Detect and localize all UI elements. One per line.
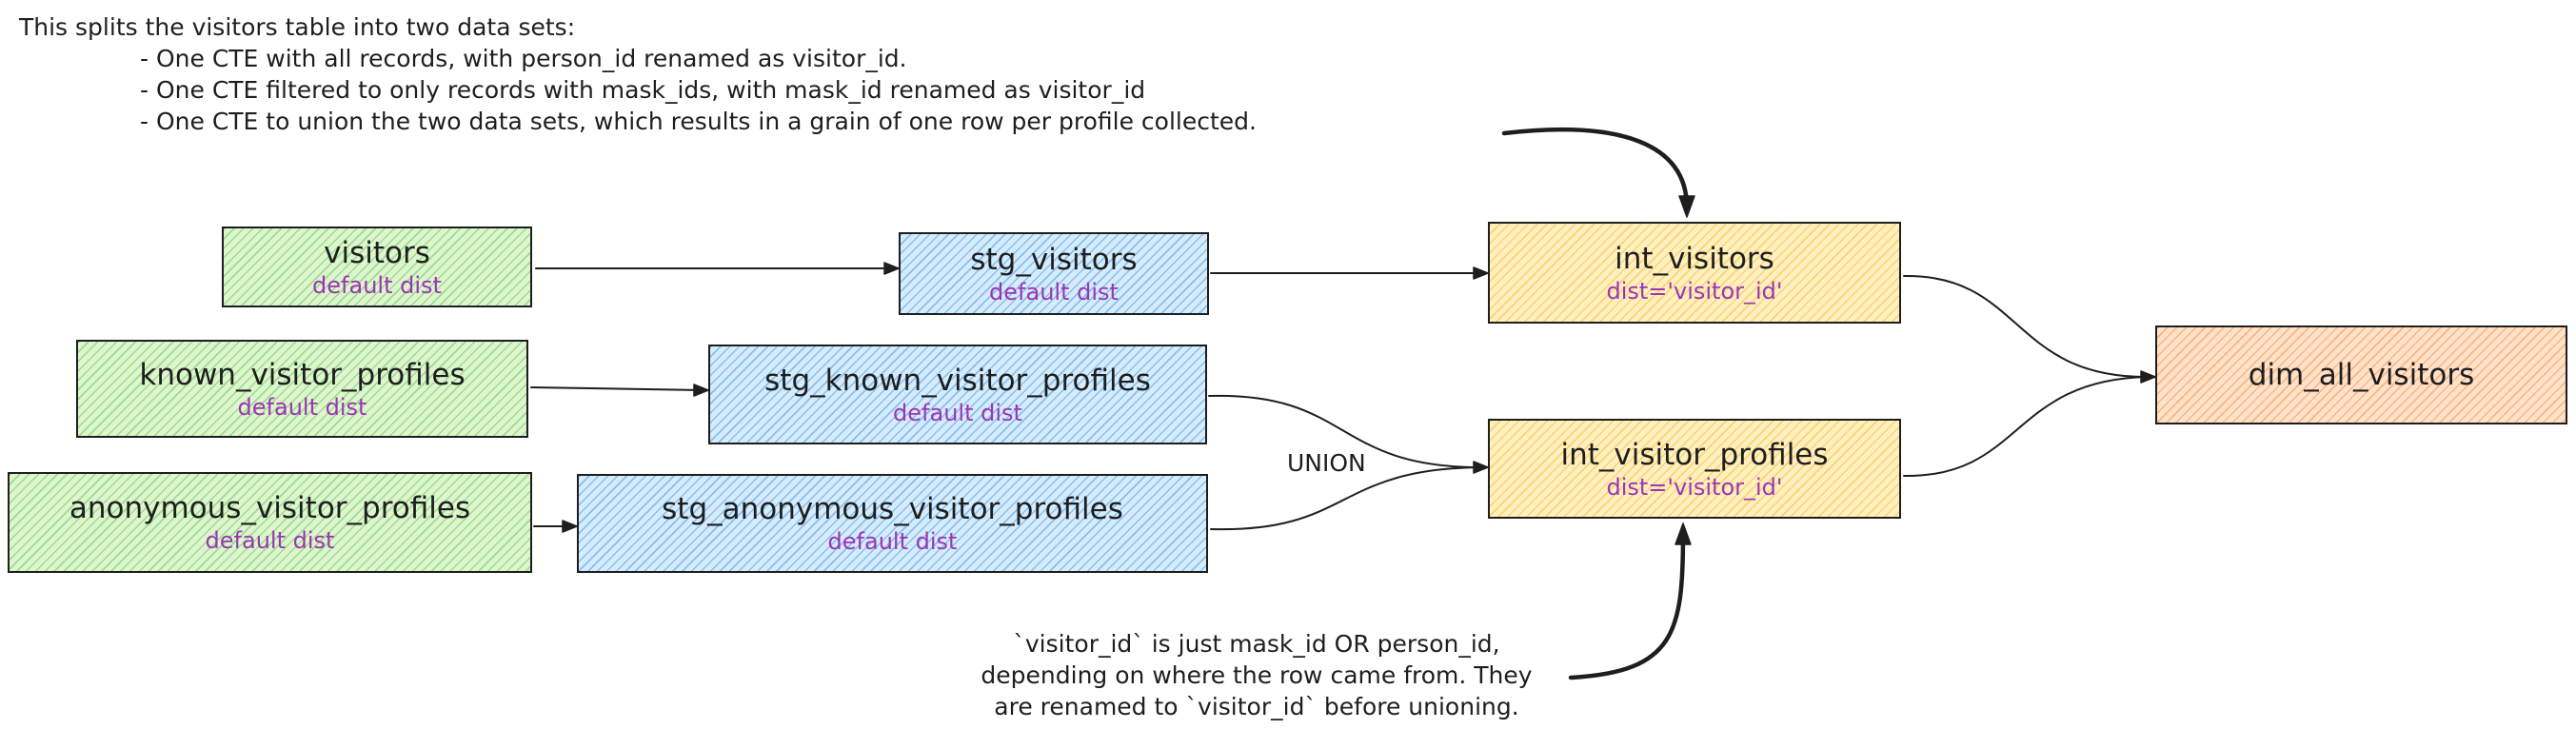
edge-int-visitors-to-dim: [1903, 274, 2150, 379]
bottom-annotation-line: are renamed to `visitor_id` before union…: [994, 693, 1519, 720]
edge-known-to-stg-known: [530, 386, 703, 391]
union-edge-label: UNION: [1287, 449, 1366, 477]
node-stg-anonymous-visitor-profiles[interactable]: stg_anonymous_visitor_profiles default d…: [577, 474, 1208, 573]
bottom-annotation-line: depending on where the row came from. Th…: [981, 661, 1533, 689]
arrowhead-stg-anon: [562, 520, 578, 533]
node-anonymous-visitor-profiles[interactable]: anonymous_visitor_profiles default dist: [8, 472, 532, 573]
node-title: stg_anonymous_visitor_profiles: [662, 492, 1123, 526]
node-title: int_visitors: [1615, 241, 1774, 276]
top-annotation-line: This splits the visitors table into two …: [19, 13, 576, 41]
bottom-annotation-line: `visitor_id` is just mask_id OR person_i…: [1013, 630, 1500, 658]
top-note-callout-arrow: [1501, 127, 1690, 210]
node-title: int_visitor_profiles: [1560, 437, 1829, 472]
node-title: stg_known_visitor_profiles: [764, 363, 1151, 398]
bottom-annotation: `visitor_id` is just mask_id OR person_i…: [895, 628, 1618, 722]
node-dist: default dist: [312, 271, 442, 299]
arrowhead-dim: [2140, 370, 2156, 384]
node-int-visitor-profiles[interactable]: int_visitor_profiles dist='visitor_id': [1488, 419, 1901, 519]
edge-stg-known-to-int-profiles: [1208, 394, 1483, 469]
top-annotation-line: - One CTE to union the two data sets, wh…: [140, 108, 1257, 135]
arrowhead-int-visitors: [1473, 266, 1489, 280]
node-title: visitors: [324, 235, 430, 270]
node-dist: default dist: [893, 399, 1022, 426]
node-title: dim_all_visitors: [2248, 358, 2475, 392]
node-title: anonymous_visitor_profiles: [69, 491, 471, 525]
edge-stg-anon-to-int-profiles: [1210, 466, 1483, 531]
node-known-visitor-profiles[interactable]: known_visitor_profiles default dist: [76, 340, 528, 438]
arrowhead-stg-visitors: [883, 262, 900, 275]
node-title: known_visitor_profiles: [139, 357, 466, 392]
node-dim-all-visitors[interactable]: dim_all_visitors: [2155, 325, 2567, 424]
node-dist: default dist: [989, 278, 1119, 306]
arrowhead-int-profiles: [1473, 461, 1489, 474]
node-dist: default dist: [237, 393, 367, 421]
node-title: stg_visitors: [970, 242, 1138, 277]
top-note-callout-arrowhead: [1678, 195, 1695, 218]
top-annotation-line: - One CTE with all records, with person_…: [140, 45, 907, 72]
top-annotation-line: - One CTE filtered to only records with …: [140, 76, 1146, 104]
top-annotation: This splits the visitors table into two …: [19, 11, 1257, 137]
node-dist: dist='visitor_id': [1606, 473, 1783, 501]
bottom-note-callout-arrowhead: [1674, 522, 1692, 545]
node-int-visitors[interactable]: int_visitors dist='visitor_id': [1488, 222, 1901, 324]
node-dist: default dist: [205, 527, 335, 554]
bottom-note-callout-arrow: [1568, 530, 1686, 680]
edge-int-profiles-to-dim: [1903, 376, 2150, 478]
node-stg-known-visitor-profiles[interactable]: stg_known_visitor_profiles default dist: [708, 345, 1207, 444]
arrowhead-stg-known: [693, 384, 709, 397]
node-visitors[interactable]: visitors default dist: [222, 227, 532, 307]
node-dist: default dist: [827, 528, 958, 555]
node-stg-visitors[interactable]: stg_visitors default dist: [899, 232, 1209, 315]
node-dist: dist='visitor_id': [1606, 277, 1783, 305]
